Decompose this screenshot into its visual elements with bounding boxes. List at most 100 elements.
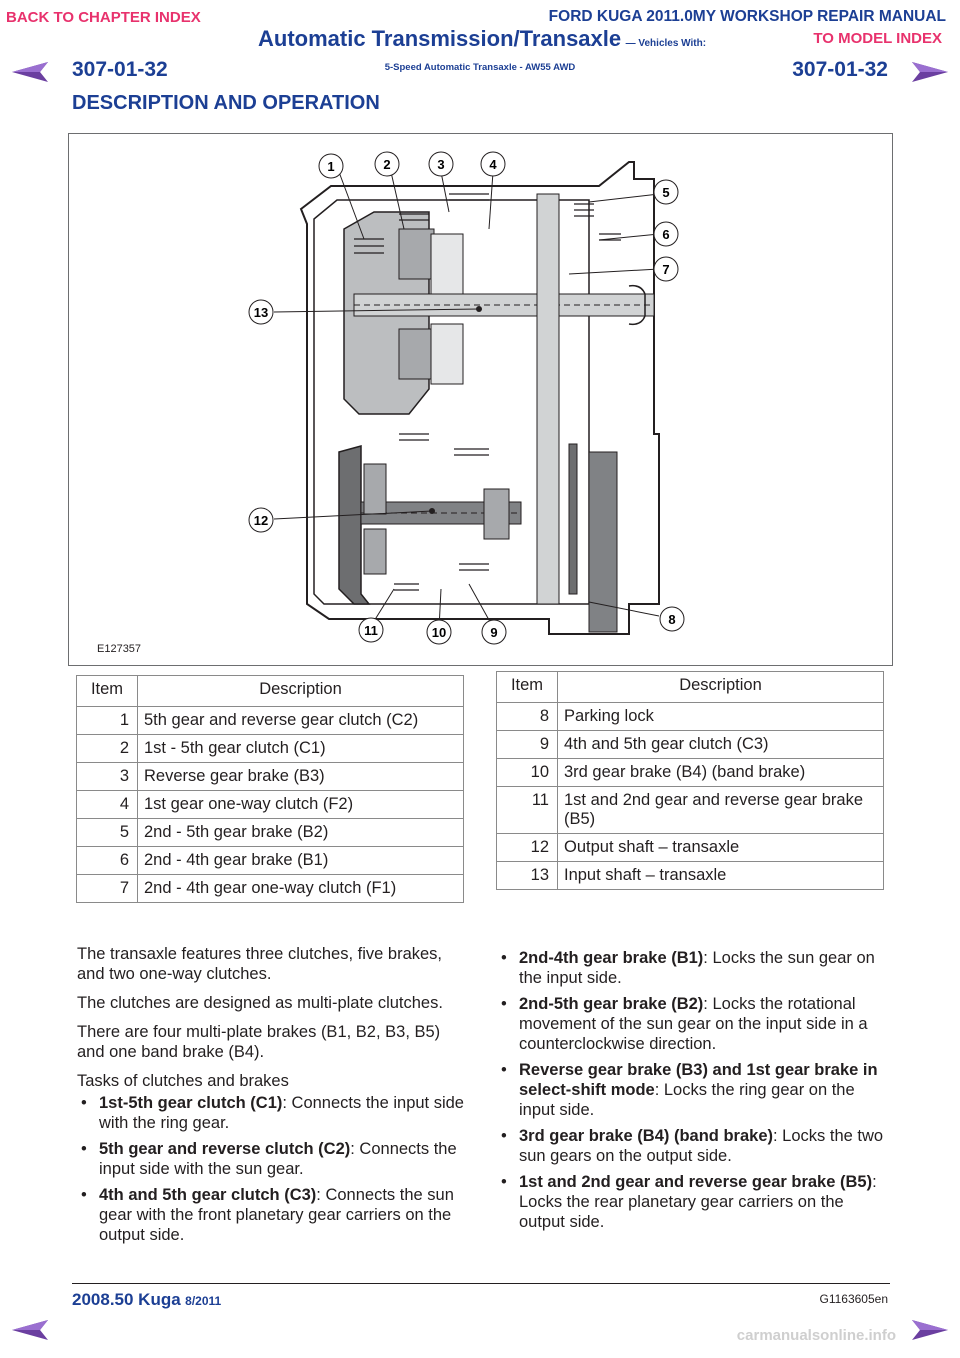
next-page-arrow-icon[interactable] (910, 1318, 950, 1342)
bullet-item: •2nd-4th gear brake (B1): Locks the sun … (501, 949, 875, 987)
footer-rule (72, 1283, 890, 1284)
section-title: Automatic Transmission/Transaxle (258, 26, 622, 51)
bullet-term: 5th gear and reverse clutch (C2) (99, 1140, 351, 1158)
footer-model: 2008.50 Kuga (72, 1290, 181, 1309)
item-number: 5 (76, 818, 138, 847)
svg-text:8: 8 (668, 612, 675, 627)
svg-text:10: 10 (432, 625, 446, 640)
item-number: 11 (496, 786, 558, 834)
item-number: 6 (76, 846, 138, 875)
bullet-text: : Locks the two sun gears on the output … (519, 1127, 884, 1165)
callout-4: 4 (480, 151, 506, 177)
bullet-term: 4th and 5th gear clutch (C3) (99, 1186, 317, 1204)
item-description: Parking lock (557, 702, 884, 731)
section-heading: DESCRIPTION AND OPERATION (72, 92, 380, 114)
bullet-term: 2nd-5th gear brake (B2) (519, 995, 704, 1013)
bullet-item: •4th and 5th gear clutch (C3): Connects … (81, 1186, 454, 1244)
item-description: 3rd gear brake (B4) (band brake) (557, 758, 884, 787)
callout-11: 11 (358, 617, 384, 643)
bullet-term: Reverse gear brake (B3) and 1st gear bra… (519, 1061, 878, 1099)
item-description: Reverse gear brake (B3) (137, 762, 464, 791)
col-description-header: Description (137, 675, 464, 707)
item-number: 8 (496, 702, 558, 731)
footer-model-block: 2008.50 Kuga 8/2011 (72, 1290, 221, 1310)
item-number: 10 (496, 758, 558, 787)
page-number-left: 307-01-32 (72, 58, 168, 81)
next-page-arrow-icon[interactable] (910, 60, 950, 84)
item-number: 2 (76, 734, 138, 763)
bullet-text: : Locks the sun gear on the input side. (519, 949, 875, 987)
svg-text:9: 9 (490, 625, 497, 640)
item-description: Output shaft – transaxle (557, 833, 884, 862)
figure-code: E127357 (97, 643, 141, 655)
item-number: 3 (76, 762, 138, 791)
callout-10: 10 (426, 619, 452, 645)
callout-13: 13 (248, 299, 274, 325)
vehicles-with-label: — Vehicles With: (625, 38, 707, 49)
footer-date: 8/2011 (185, 1294, 222, 1308)
bullet-text: : Locks the rotational movement of the s… (519, 995, 868, 1053)
bullet-item: •1st and 2nd gear and reverse gear brake… (501, 1173, 877, 1231)
item-description: 2nd - 5th gear brake (B2) (137, 818, 464, 847)
svg-text:11: 11 (364, 623, 378, 638)
bullet-item: •1st-5th gear clutch (C1): Connects the … (81, 1094, 464, 1132)
col-description-header: Description (557, 671, 884, 703)
callout-8: 8 (659, 606, 685, 632)
svg-text:1: 1 (327, 159, 334, 174)
bullet-item: •5th gear and reverse clutch (C2): Conne… (81, 1140, 457, 1178)
body-left-column: The transaxle features three clutches, f… (77, 944, 467, 1251)
item-number: 9 (496, 730, 558, 759)
callout-5: 5 (653, 179, 679, 205)
bullet-term: 2nd-4th gear brake (B1) (519, 949, 704, 967)
manual-title: FORD KUGA 2011.0MY WORKSHOP REPAIR MANUA… (548, 8, 946, 25)
item-number: 12 (496, 833, 558, 862)
bullet-text: : Connects the input side with the ring … (99, 1094, 464, 1132)
svg-text:2: 2 (383, 157, 390, 172)
item-number: 13 (496, 861, 558, 890)
bullet-term: 1st-5th gear clutch (C1) (99, 1094, 283, 1112)
body-paragraph: Tasks of clutches and brakes (77, 1072, 289, 1090)
previous-page-arrow-icon[interactable] (10, 1318, 50, 1342)
body-paragraph: There are four multi-plate brakes (B1, B… (77, 1023, 441, 1061)
item-description: 2nd - 4th gear brake (B1) (137, 846, 464, 875)
transaxle-cross-section: 1 2 3 4 5 6 7 8 9 10 11 12 13 E127357 (97, 151, 685, 655)
item-description: 2nd - 4th gear one-way clutch (F1) (137, 874, 464, 903)
body-right-column: •2nd-4th gear brake (B1): Locks the sun … (497, 948, 887, 1238)
watermark: carmanualsonline.info (736, 1327, 896, 1344)
item-number: 1 (76, 706, 138, 735)
item-description: 1st - 5th gear clutch (C1) (137, 734, 464, 763)
callout-7: 7 (653, 256, 679, 282)
item-description: Input shaft – transaxle (557, 861, 884, 890)
col-item-header: Item (496, 671, 558, 703)
svg-text:6: 6 (662, 227, 669, 242)
svg-text:13: 13 (254, 305, 268, 320)
item-description: 1st gear one-way clutch (F2) (137, 790, 464, 819)
item-description: 4th and 5th gear clutch (C3) (557, 730, 884, 759)
back-to-chapter-index-link[interactable]: BACK TO CHAPTER INDEX (6, 9, 201, 26)
item-description: 5th gear and reverse gear clutch (C2) (137, 706, 464, 735)
item-number: 4 (76, 790, 138, 819)
bullet-text: : Locks the rear planetary gear carriers… (519, 1173, 877, 1231)
bullet-item: •3rd gear brake (B4) (band brake): Locks… (501, 1127, 884, 1165)
bullet-text: : Connects the input side with the sun g… (99, 1140, 457, 1178)
callout-6: 6 (653, 221, 679, 247)
page-number-right: 307-01-32 (792, 58, 888, 81)
svg-text:4: 4 (489, 157, 497, 172)
col-item-header: Item (76, 675, 138, 707)
svg-text:7: 7 (662, 262, 669, 277)
previous-page-arrow-icon[interactable] (10, 60, 50, 84)
to-model-index-link[interactable]: TO MODEL INDEX (813, 30, 942, 47)
callout-9: 9 (481, 619, 507, 645)
callout-3: 3 (428, 151, 454, 177)
item-description: 1st and 2nd gear and reverse gear brake … (557, 786, 884, 834)
